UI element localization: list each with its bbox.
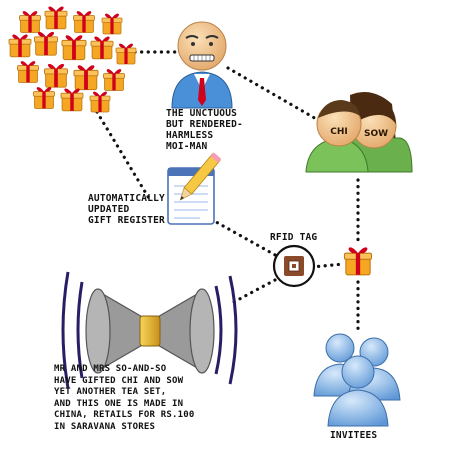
connector-rfid-speaker [230, 278, 277, 305]
speaker-label-line: in Saravana stores [54, 421, 156, 432]
moiman-label: The unctuous but rendered- harmless moi-… [166, 108, 243, 152]
gift-pile-icon [8, 5, 137, 113]
register-label: Automatically updated gift register [88, 193, 165, 226]
invitees-label: Invitees [330, 430, 378, 441]
moiman-label-line: but rendered- [166, 119, 243, 130]
loudspeaker-icon [61, 271, 238, 389]
couple-left-badge: CHI [330, 127, 348, 137]
speaker-label-line: yet another tea set, [54, 387, 167, 397]
speaker-label-line: Mr and Mrs so-and-so [54, 364, 167, 374]
rfid-tag-icon [272, 244, 316, 288]
businessman-avatar-icon [171, 21, 233, 109]
gift-box-icon [343, 246, 373, 276]
connector-moiman-couple [226, 66, 320, 122]
moiman-label-line: moi-man [166, 141, 208, 152]
connector-rfid-gift [310, 262, 346, 269]
speaker-label: Mr and Mrs so-and-so have gifted Chi and… [54, 364, 194, 433]
speaker-label-line: have gifted Chi and Sow [54, 375, 184, 386]
moiman-label-line: The unctuous [166, 108, 238, 119]
people-group-icon [313, 333, 401, 427]
moiman-label-line: harmless [166, 130, 214, 141]
speaker-label-line: and this one is made in [54, 398, 184, 409]
speaker-label-line: China, retails for Rs.100 [54, 410, 195, 420]
rfid-tag-label: RFID tag [270, 232, 318, 243]
couple-right-badge: SOW [364, 129, 388, 139]
register-label-line: gift register [88, 215, 165, 226]
register-label-line: Automatically [88, 193, 165, 204]
register-label-line: updated [88, 204, 130, 215]
connector-gifts-register [95, 110, 152, 202]
notepad-pencil-icon [167, 152, 222, 225]
couple-avatar-icon: CHI SOW [305, 92, 413, 173]
